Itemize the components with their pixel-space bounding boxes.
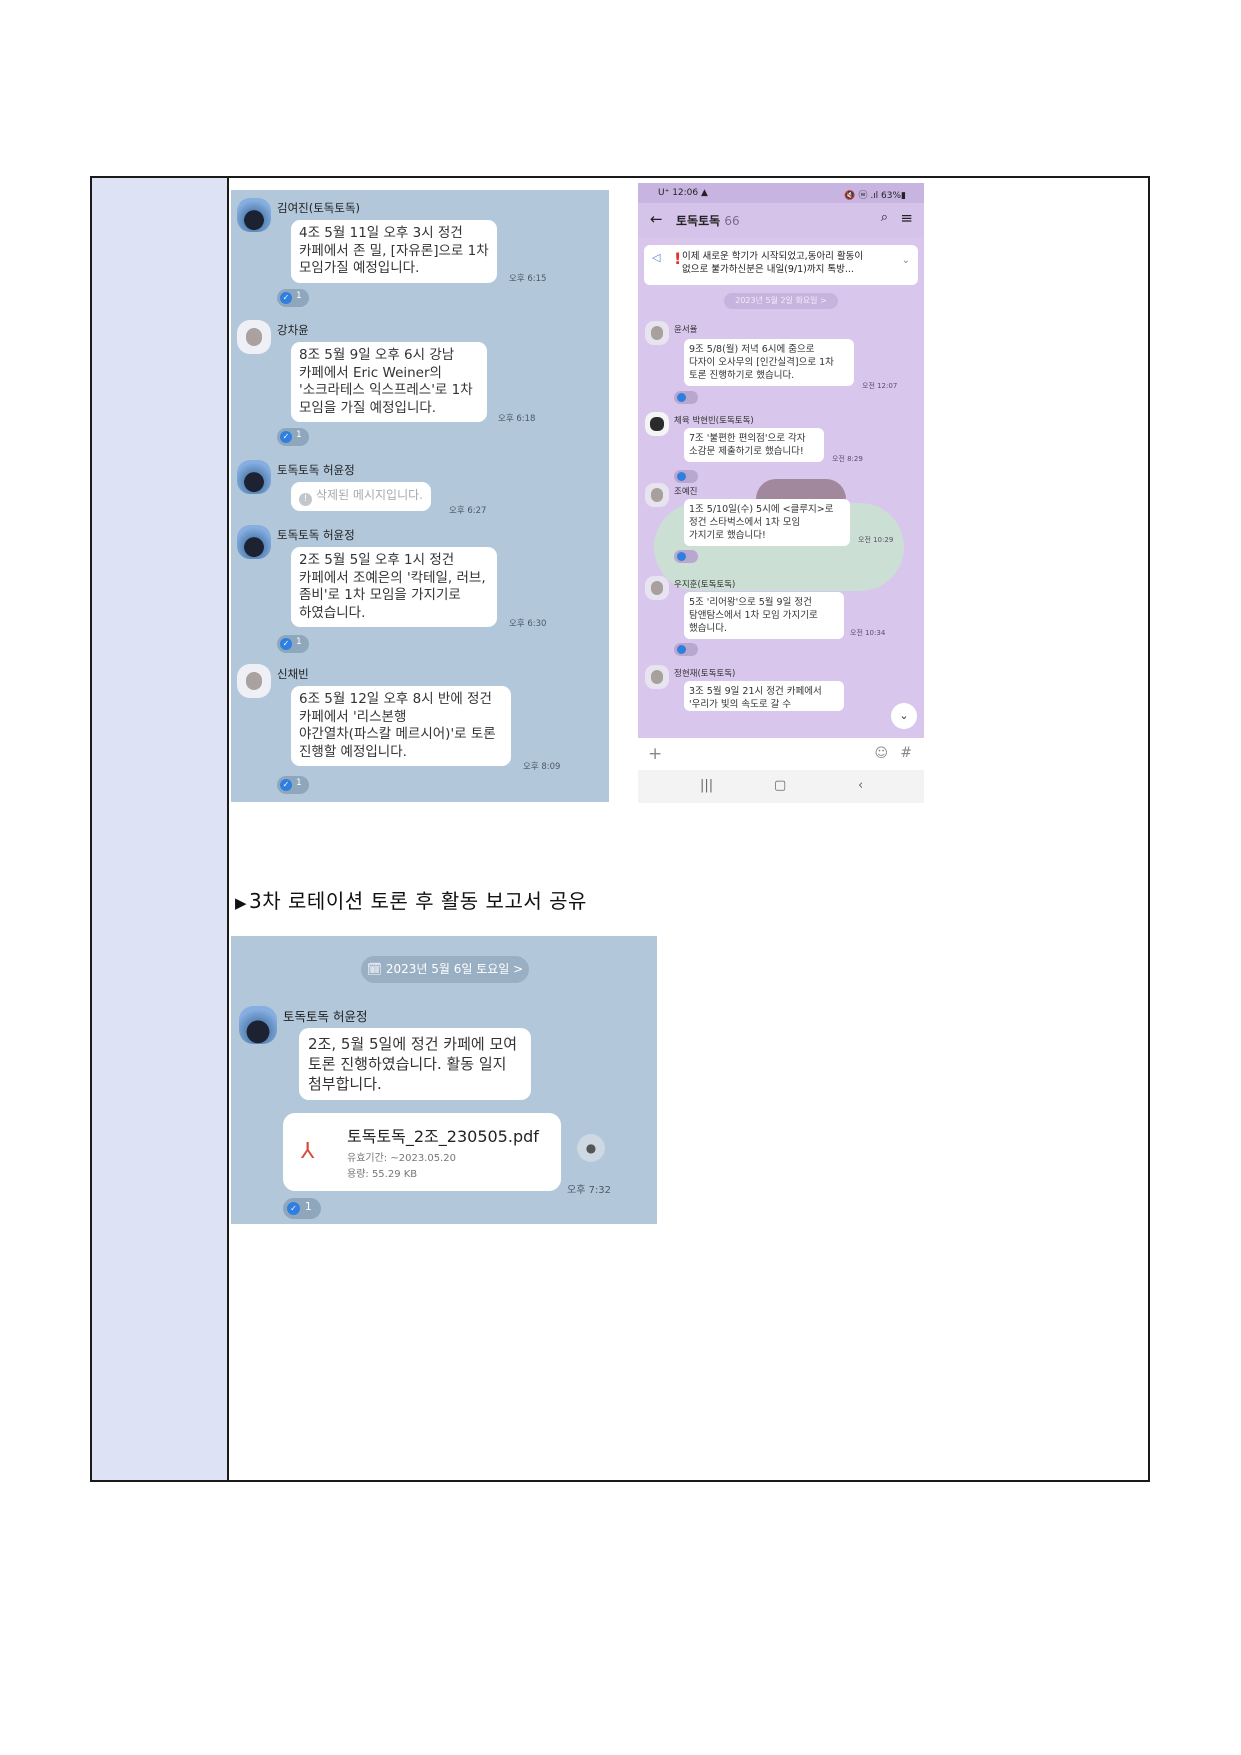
back-icon[interactable]: ‹ (858, 778, 864, 793)
message-bubble: 4조 5월 11일 오후 3시 정건 카페에서 존 밀, [자유론]으로 1차 … (291, 220, 497, 283)
read-count: ✓1 (277, 635, 309, 653)
message-time: 오후 6:15 (509, 274, 547, 284)
avatar (237, 664, 271, 698)
hashtag-icon[interactable]: # (900, 745, 912, 761)
read-count (674, 643, 698, 656)
avatar (237, 198, 271, 232)
message-bubble: 1조 5/10일(수) 5시에 <클루지>로 정건 스타벅스에서 1차 모임 가… (684, 499, 850, 546)
emoji-icon[interactable]: ☺ (874, 746, 888, 761)
message-time: 오후 6:18 (498, 414, 536, 424)
avatar (237, 320, 271, 354)
android-nav-bar: ||| ▢ ‹ (638, 770, 924, 803)
avatar (237, 525, 271, 559)
table-label-column (92, 178, 229, 1480)
date-separator: 2023년 5월 2일 화요일 > (724, 293, 838, 309)
chevron-down-icon[interactable]: ⌄ (901, 255, 910, 266)
message-bubble: 3조 5월 9일 21시 정건 카페에서 '우리가 빛의 속도로 갈 수 (684, 681, 844, 711)
read-count (674, 550, 698, 563)
read-count (674, 470, 698, 483)
plus-icon[interactable]: + (648, 744, 663, 764)
file-attachment[interactable]: ⅄ 토독토독_2조_230505.pdf 유효기간: ~2023.05.20 용… (283, 1113, 561, 1191)
exclamation-icon: ! (674, 249, 682, 268)
status-bar: U⁺ 12:06 ▲ 🔇 ⓦ .ıl 63%▮ (638, 183, 924, 203)
chat-screenshot-1: 김여진(토독토독) 4조 5월 11일 오후 3시 정건 카페에서 존 밀, [… (231, 190, 609, 802)
avatar (645, 412, 669, 436)
home-icon[interactable]: ▢ (774, 778, 787, 793)
section-heading: ▶3차 로테이션 토론 후 활동 보고서 공유 (235, 889, 587, 913)
report-chat-screenshot: 🗓 2023년 5월 6일 토요일 > 토독토독 허윤정 2조, 5월 5일에 … (231, 936, 657, 1224)
read-count: ✓1 (277, 776, 309, 794)
file-expiry: 유효기간: ~2023.05.20 (347, 1153, 456, 1164)
check-icon: ✓ (287, 1202, 300, 1215)
back-arrow-icon[interactable]: ← (650, 210, 663, 228)
message-bubble: 2조 5월 5일 오후 1시 정건 카페에서 조예은의 '칵테일, 러브, 좀비… (291, 547, 497, 627)
message-sender: 토독토독 허윤정 (283, 1009, 368, 1024)
deleted-message-bubble: !삭제된 메시지입니다. (291, 482, 431, 511)
check-icon: ✓ (280, 638, 292, 650)
message-time: 오후 6:27 (449, 506, 487, 516)
pdf-icon: ⅄ (301, 1139, 315, 1164)
check-icon: ✓ (280, 292, 292, 304)
avatar (645, 665, 669, 689)
share-icon[interactable]: ● (577, 1134, 605, 1162)
menu-icon[interactable]: ≡ (900, 209, 913, 227)
message-bubble: 7조 '불편한 편의점'으로 각자 소감문 제출하기로 했습니다! (684, 428, 824, 462)
check-icon: ✓ (280, 431, 292, 443)
chat-title: 토독토독 66 (676, 214, 740, 228)
read-count (674, 391, 698, 404)
file-name: 토독토독_2조_230505.pdf (347, 1127, 539, 1146)
phone-chat-screenshot: U⁺ 12:06 ▲ 🔇 ⓦ .ıl 63%▮ ← 토독토독 66 ⌕ ≡ ◁ … (638, 183, 924, 803)
read-count: ✓1 (277, 428, 309, 446)
megaphone-icon: ◁ (652, 251, 661, 264)
check-icon: ✓ (280, 779, 292, 791)
message-sender: 토독토독 허윤정 (277, 463, 355, 477)
scroll-down-button[interactable]: ⌄ (891, 703, 917, 729)
avatar (645, 321, 669, 345)
message-sender: 김여진(토독토독) (277, 201, 361, 215)
info-icon: ! (299, 493, 312, 506)
message-sender: 신채빈 (277, 667, 309, 681)
message-sender: 강차윤 (277, 323, 309, 337)
read-count: ✓1 (277, 289, 309, 307)
read-count: ✓1 (283, 1198, 321, 1219)
date-separator[interactable]: 🗓 2023년 5월 6일 토요일 > (361, 956, 529, 983)
message-bubble: 6조 5월 12일 오후 8시 반에 정건 카페에서 '리스본행 야간열차(파스… (291, 686, 511, 766)
file-size: 용량: 55.29 KB (347, 1169, 418, 1180)
search-icon[interactable]: ⌕ (880, 210, 888, 225)
message-bubble: 9조 5/8(월) 저녁 6시에 줌으로 다자이 오사무의 [인간실격]으로 1… (684, 339, 854, 386)
notice-banner[interactable]: ◁ ! 이제 새로운 학기가 시작되었고,동아리 활동이 없으로 불가하신분은 … (644, 245, 918, 285)
avatar (645, 576, 669, 600)
avatar (239, 1006, 277, 1044)
message-bubble: 2조, 5월 5일에 정건 카페에 모여 토론 진행하였습니다. 활동 일지 첨… (299, 1028, 531, 1100)
document-table: 김여진(토독토독) 4조 5월 11일 오후 3시 정건 카페에서 존 밀, [… (90, 176, 1150, 1482)
message-time: 오후 8:09 (523, 762, 561, 772)
message-input-bar[interactable]: + ☺ # (638, 738, 924, 770)
message-time: 오후 6:30 (509, 619, 547, 629)
recent-apps-icon[interactable]: ||| (700, 778, 714, 793)
avatar (237, 460, 271, 494)
message-bubble: 5조 '리어왕'으로 5월 9일 정건 탐앤탐스에서 1차 모임 가지기로 했습… (684, 592, 844, 639)
message-bubble: 8조 5월 9일 오후 6시 강남 카페에서 Eric Weiner의 '소크라… (291, 342, 487, 422)
avatar (645, 483, 669, 507)
message-sender: 토독토독 허윤정 (277, 528, 355, 542)
message-time: 오후 7:32 (567, 1185, 612, 1196)
chat-header: ← 토독토독 66 ⌕ ≡ (638, 203, 924, 237)
